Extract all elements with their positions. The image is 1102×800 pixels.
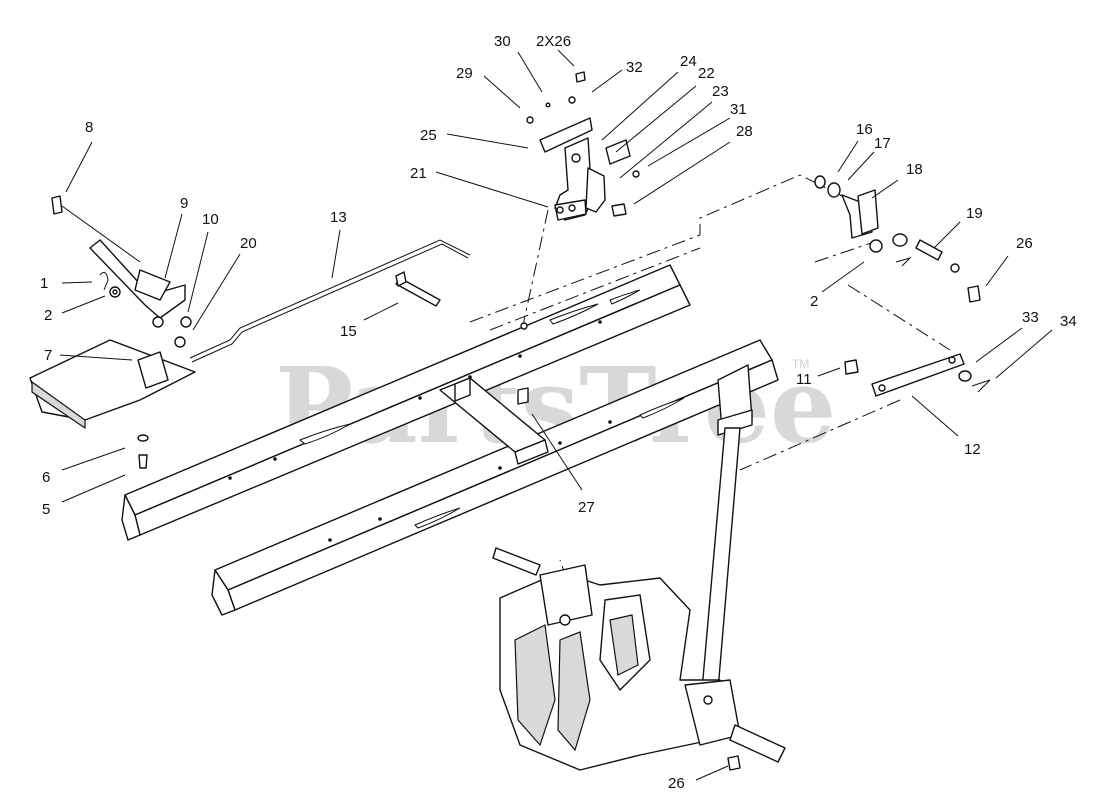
callout-26: 26 (1016, 235, 1033, 252)
callout-26: 26 (668, 775, 685, 792)
callout-labels: 1 2 2 5 6 7 8 9 10 11 12 13 15 16 17 18 … (40, 33, 1077, 792)
callout-33: 33 (1022, 309, 1039, 326)
right-linkage (814, 175, 981, 303)
callout-21: 21 (410, 165, 427, 182)
brake-rod (189, 239, 471, 363)
transaxle (492, 547, 786, 771)
callout-17: 17 (874, 135, 891, 152)
callout-8: 8 (85, 119, 93, 136)
callout-19: 19 (966, 205, 983, 222)
callout-31: 31 (730, 101, 747, 118)
callout-6: 6 (42, 469, 50, 486)
leader-lines (59, 49, 1053, 781)
callout-23: 23 (712, 83, 729, 100)
callout-25: 25 (420, 127, 437, 144)
callout-24: 24 (680, 53, 697, 70)
frame-rail-left (121, 264, 691, 541)
callout-2: 2 (810, 293, 818, 310)
bolt-item-8 (51, 195, 141, 263)
callout-11: 11 (796, 371, 812, 388)
watermark-trademark: TM (792, 357, 809, 371)
callout-7: 7 (44, 347, 52, 364)
callout-2x26: 2X26 (536, 33, 571, 50)
callout-5: 5 (42, 501, 50, 518)
callout-28: 28 (736, 123, 753, 140)
brake-pedal-arm (89, 239, 186, 328)
control-rod-vertical (701, 427, 741, 691)
callout-16: 16 (856, 121, 873, 138)
callout-29: 29 (456, 65, 473, 82)
callout-9: 9 (180, 195, 188, 212)
callout-15: 15 (340, 323, 357, 340)
callout-13: 13 (330, 209, 347, 226)
alignment-lines (469, 174, 951, 631)
callout-1: 1 (40, 275, 48, 292)
small-hardware (99, 271, 529, 469)
callout-27: 27 (578, 499, 595, 516)
callout-20: 20 (240, 235, 257, 252)
callout-32: 32 (626, 59, 643, 76)
callout-18: 18 (906, 161, 923, 178)
callout-30: 30 (494, 33, 511, 50)
callout-10: 10 (202, 211, 219, 228)
callout-34: 34 (1060, 313, 1077, 330)
cross-member (439, 377, 549, 465)
pivot-pin (395, 271, 441, 307)
callout-2: 2 (44, 307, 52, 324)
link-bar (844, 353, 991, 397)
callout-22: 22 (698, 65, 715, 82)
pedal-pad (29, 339, 196, 430)
frame-rail-right (211, 339, 779, 616)
upper-bracket-assembly (526, 71, 640, 221)
callout-12: 12 (964, 441, 981, 458)
